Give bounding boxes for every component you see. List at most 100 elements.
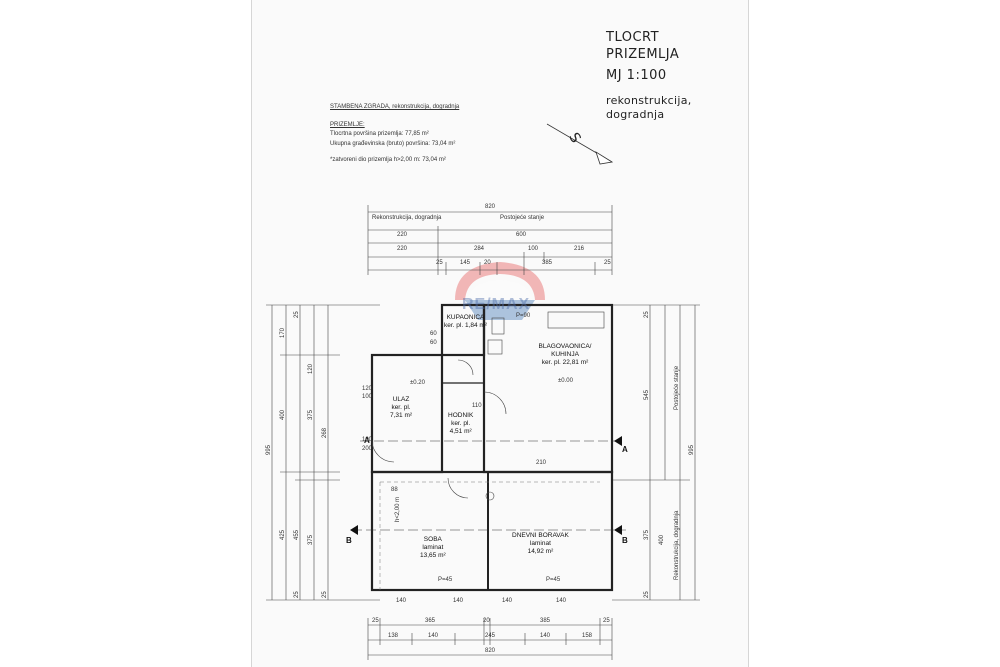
dim-right-recon: Rekonstrukcija, dogradnja [674,510,680,580]
dim-left-c2-3: 25 [294,591,300,598]
room-ulaz-area: 7,31 m² [390,412,413,419]
label-d100: 100 [362,394,373,400]
dim-top-r3-1: 220 [397,246,408,252]
dim-bot-r1-3: 20 [483,618,490,624]
dim-bot-r1-4: 385 [540,618,551,624]
label-p45-soba: P=45 [438,577,453,583]
label-h200: h<2,00 m [395,496,401,522]
dim-bot-r1-5: 25 [603,618,610,624]
drawing-sheet [252,0,748,667]
label-d200: 200 [362,446,373,452]
room-soba-area: 13,65 m² [420,552,446,559]
dim-top-r3-3: 100 [528,246,539,252]
plan-desc-1: rekonstrukcija, [606,94,692,107]
room-kupaonica-name: KUPAONICA [446,314,485,321]
room-blagovaonica-floor: ker. pl. [541,359,561,366]
room-hodnik-floor: ker. pl. [451,420,471,427]
dim-right-c1-1: 25 [644,311,650,318]
dim-right-c1-3: 375 [644,529,650,540]
section-a-left: A [364,436,370,445]
room-dnevni-area: 14,92 m² [527,548,554,555]
room-kupaonica: KUPAONICA ker. pl. 1,84 m² [444,314,487,330]
north-arrow-icon [546,123,614,165]
dim-left-c1-3: 425 [280,529,286,540]
note-area-2: Ukupna građevinska (bruto) površina: 73,… [330,141,456,147]
dim-bot-total: 820 [485,648,496,654]
label-h000: ±0.00 [558,378,573,384]
room-ulaz: ULAZ ker. pl. 7,31 m² [390,396,412,420]
dim-left-outer: 995 [266,444,272,455]
dim-right-c1-4: 25 [644,591,650,598]
dim-left-c3-1: 120 [308,363,314,374]
section-a-right: A [622,445,628,454]
label-h020: ±0.20 [410,380,425,386]
label-b2: 140 [453,598,464,604]
dim-left-c3-2: 375 [308,409,314,420]
plan-subtitle: PRIZEMLJA [606,47,680,62]
dim-left-c2-1: 25 [294,311,300,318]
dim-left-c4-2: 25 [322,591,328,598]
dim-bot-r2-1: 138 [388,633,399,639]
label-b1: 140 [396,598,407,604]
plan-scale: MJ 1:100 [606,68,667,83]
room-dnevni-boravak: DNEVNI BORAVAK laminat 14,92 m² [512,532,569,556]
section-b-left: B [346,536,352,545]
dim-left-c2-2: 455 [294,529,300,540]
label-b3: 140 [502,598,513,604]
dim-top-r4-5: 25 [604,260,611,266]
dim-top-r4-4: 385 [542,260,553,266]
dim-right-c1-2: 545 [644,389,650,400]
dim-top-r2-2: 600 [516,232,527,238]
room-soba: SOBA laminat 13,65 m² [420,536,446,560]
dim-top-total: 820 [485,204,496,210]
room-blagovaonica-name: BLAGOVAONICA/ KUHINJA [538,343,592,358]
note-building: STAMBENA ZGRADA, rekonstrukcija, dogradn… [330,104,460,110]
label-d210: 210 [536,460,547,466]
dim-left-c1-1: 170 [280,327,286,338]
dim-bot-r2-4: 140 [540,633,551,639]
room-soba-floor: laminat [422,544,444,551]
room-hodnik-area: 4,51 m² [449,428,472,435]
note-area-3: *zatvoreni dio prizemlja h>2,00 m: 73,04… [330,157,446,163]
room-ulaz-floor: ker. pl. [391,404,411,411]
dim-top-r2-1: 220 [397,232,408,238]
dim-top-r3-2: 284 [474,246,485,252]
dim-bot-r1-2: 365 [425,618,436,624]
label-p90: P=90 [516,313,531,319]
room-ulaz-name: ULAZ [392,396,410,403]
label-d120: 120 [362,386,373,392]
dim-bot-r2-3: 245 [485,633,496,639]
label-p45-dnevni: P=45 [546,577,561,583]
label-d60b: 60 [430,340,437,346]
dim-bot-r1-1: 25 [372,618,379,624]
dim-top-r4-2: 145 [460,260,471,266]
dim-left-c4-1: 268 [322,427,328,438]
note-floor: PRIZEMLJE: [330,122,365,128]
note-area-1: Tlocrtna površina prizemlja: 77,85 m² [330,131,429,137]
room-blagovaonica: BLAGOVAONICA/ KUHINJA ker. pl. 22,81 m² [530,343,600,367]
dim-top-label-existing: Postojeće stanje [500,215,545,221]
label-b4: 140 [556,598,567,604]
dim-bot-r2-5: 158 [582,633,593,639]
dim-right-outer: 995 [689,444,695,455]
room-blagovaonica-area: 22,81 m² [562,359,589,366]
label-d88: 88 [391,487,398,493]
dim-left-c1-2: 400 [280,409,286,420]
dim-top-r4-3: 20 [484,260,491,266]
label-d110: 110 [472,403,482,409]
dim-top-r3-4: 216 [574,246,585,252]
section-b-right: B [622,536,628,545]
dim-top-r4-1: 25 [436,260,443,266]
label-d100b: 100 [362,437,373,443]
dim-right-existing: Postojeće stanje [674,365,680,410]
plan-title: TLOCRT [606,30,660,45]
room-dnevni-name: DNEVNI BORAVAK [512,532,569,539]
room-dnevni-floor: laminat [529,540,551,547]
watermark-text: RE/MAX [462,296,531,313]
dim-top-label-recon: Rekonstrukcija, dogradnja [372,215,442,221]
room-kupaonica-floor: ker. pl. [444,322,464,329]
room-hodnik: HODNIK ker. pl. 4,51 m² [448,412,473,436]
room-soba-name: SOBA [423,536,442,543]
room-hodnik-name: HODNIK [448,412,474,419]
